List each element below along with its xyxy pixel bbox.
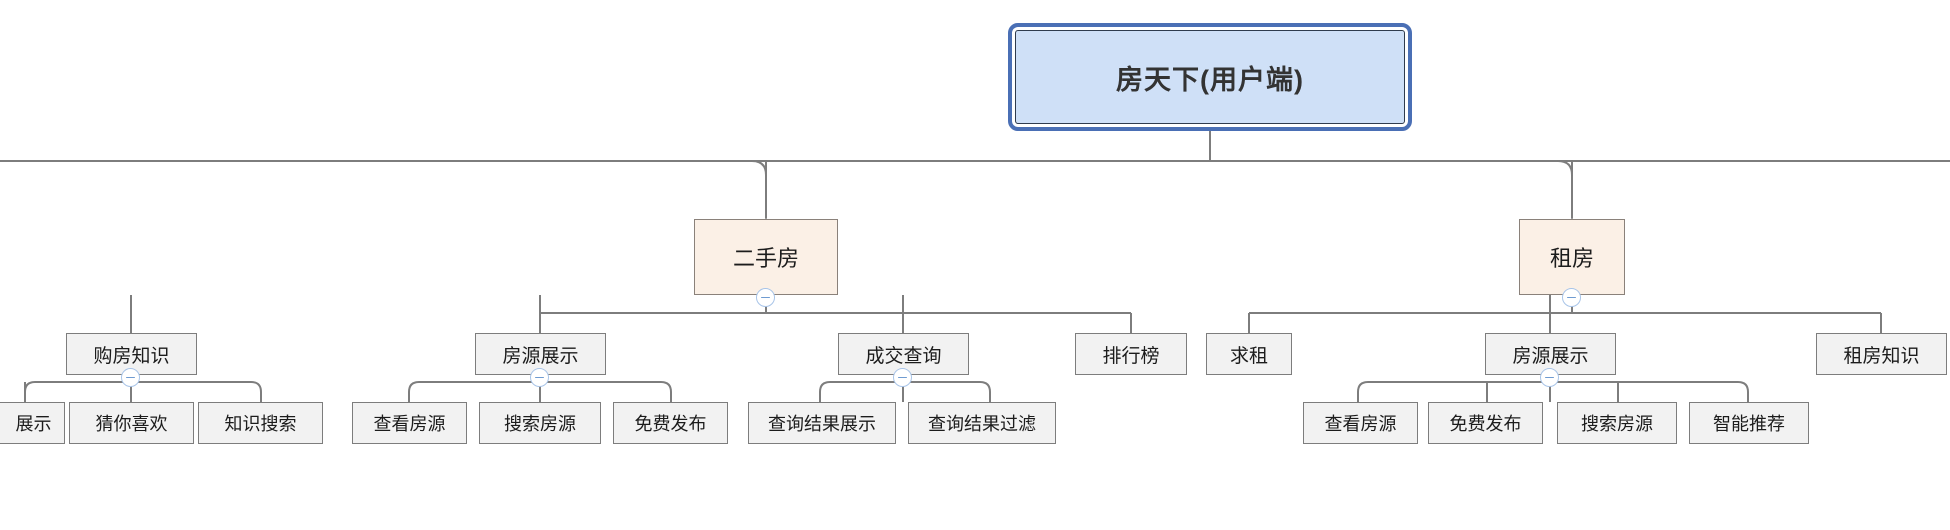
module-node-label: 排行榜 — [1102, 345, 1160, 367]
leaf-node-mianfeifabu-esf[interactable]: 免费发布 — [613, 402, 728, 444]
minus-icon — [126, 376, 135, 379]
root-node[interactable]: 房天下(用户端) — [1008, 23, 1412, 131]
leaf-node-chakanfangyuan-esf[interactable]: 查看房源 — [352, 402, 467, 444]
category-node-zufang[interactable]: 租房 — [1519, 219, 1625, 295]
collapse-toggle-ershoufang[interactable] — [756, 288, 775, 307]
leaf-node-sousuofangyuan-esf[interactable]: 搜索房源 — [479, 402, 601, 444]
module-node-pai-hang-bang[interactable]: 排行榜 — [1075, 333, 1187, 375]
leaf-node-cainixihuan[interactable]: 猜你喜欢 — [69, 402, 194, 444]
leaf-node-label: 展示 — [15, 414, 52, 434]
leaf-node-label: 搜索房源 — [1581, 414, 1653, 434]
minus-icon — [761, 296, 770, 299]
leaf-node-label: 查询结果过滤 — [928, 414, 1036, 434]
collapse-toggle-cheng-jiao-cha-xun[interactable] — [893, 368, 912, 387]
category-node-ershoufang[interactable]: 二手房 — [694, 219, 838, 295]
leaf-node-label: 查看房源 — [1324, 414, 1397, 434]
minus-icon — [898, 376, 907, 379]
leaf-node-zhanshi-clipped[interactable]: 展示 — [0, 402, 65, 444]
minus-icon — [1567, 296, 1576, 299]
leaf-node-label: 免费发布 — [1449, 414, 1522, 434]
module-node-label: 成交查询 — [865, 345, 942, 367]
collapse-toggle-fang-yuan-zhan-shi-esf[interactable] — [530, 368, 549, 387]
module-node-qiu-zu[interactable]: 求租 — [1206, 333, 1292, 375]
root-node-label: 房天下(用户端) — [1116, 64, 1304, 95]
leaf-node-label: 猜你喜欢 — [95, 414, 168, 434]
leaf-node-label: 免费发布 — [634, 414, 707, 434]
category-node-label: 租房 — [1549, 246, 1594, 271]
module-node-label: 租房知识 — [1843, 345, 1920, 367]
module-node-label: 房源展示 — [1512, 345, 1589, 367]
module-node-label: 求租 — [1229, 345, 1268, 367]
minus-icon — [535, 376, 544, 379]
leaf-node-mianfeifabu-zf[interactable]: 免费发布 — [1428, 402, 1543, 444]
leaf-node-zhinengtuijian[interactable]: 智能推荐 — [1689, 402, 1809, 444]
leaf-node-label: 查询结果展示 — [768, 414, 876, 434]
module-node-zu-fang-zhi-shi[interactable]: 租房知识 — [1816, 333, 1947, 375]
leaf-node-zhishisousuo[interactable]: 知识搜索 — [198, 402, 323, 444]
module-node-label: 购房知识 — [93, 345, 170, 367]
collapse-toggle-fang-yuan-zhan-shi-zf[interactable] — [1540, 368, 1559, 387]
leaf-node-chakanfangyuan-zf[interactable]: 查看房源 — [1303, 402, 1418, 444]
leaf-node-label: 知识搜索 — [224, 414, 297, 434]
category-node-label: 二手房 — [732, 246, 799, 271]
minus-icon — [1545, 376, 1554, 379]
leaf-node-sousuofangyuan-zf[interactable]: 搜索房源 — [1557, 402, 1677, 444]
collapse-toggle-zufang[interactable] — [1562, 288, 1581, 307]
leaf-node-chaxunjieguozhanshi[interactable]: 查询结果展示 — [748, 402, 896, 444]
collapse-toggle-gou-fang-zhi-shi[interactable] — [121, 368, 140, 387]
leaf-node-label: 智能推荐 — [1713, 414, 1785, 434]
leaf-node-label: 搜索房源 — [504, 414, 576, 434]
module-node-label: 房源展示 — [502, 345, 579, 367]
leaf-node-label: 查看房源 — [373, 414, 446, 434]
leaf-node-chaxunjieguoguolv[interactable]: 查询结果过滤 — [908, 402, 1056, 444]
